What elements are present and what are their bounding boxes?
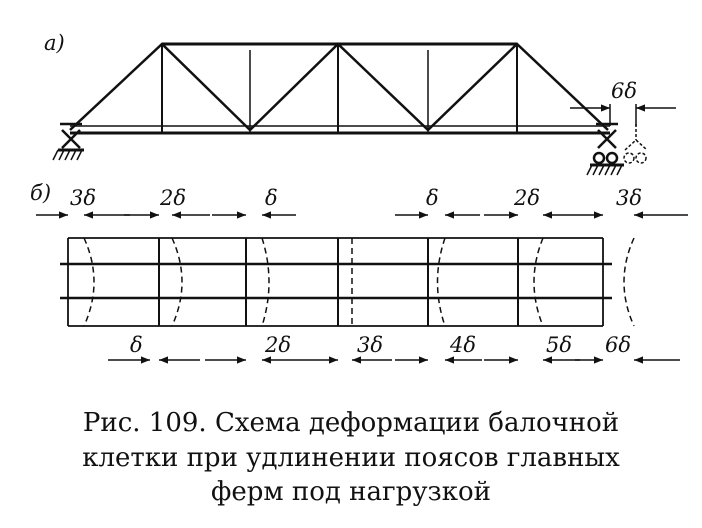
top-label-1: 3δ	[70, 186, 96, 210]
left-pin-support	[52, 122, 84, 161]
bottom-label-2: 2δ	[264, 333, 291, 357]
right-roller-support	[586, 122, 648, 176]
top-label-5: 2δ	[513, 186, 540, 210]
top-label-3: δ	[265, 186, 278, 210]
support-shift-label: 6δ	[611, 79, 637, 103]
part-a-label: а)	[44, 31, 65, 55]
top-label-2: 2δ	[159, 186, 186, 210]
top-label-4: δ	[426, 186, 439, 210]
truss	[69, 42, 610, 135]
part-b-label: б)	[30, 181, 51, 205]
bottom-label-4: 4δ	[449, 333, 476, 357]
bottom-label-5: 5δ	[546, 333, 572, 357]
caption-line-1: Рис. 109. Схема деформации балочной	[83, 408, 619, 438]
support-dimension	[570, 104, 676, 126]
caption-line-3: ферм под нагрузкой	[211, 477, 491, 507]
bottom-label-1: δ	[130, 333, 143, 357]
beam-cell-plan	[60, 237, 635, 327]
bottom-label-6: 6δ	[605, 333, 631, 357]
top-label-6: 3δ	[616, 186, 642, 210]
bottom-label-3: 3δ	[357, 333, 383, 357]
caption-line-2: клетки при удлинении поясов главных	[82, 443, 620, 473]
